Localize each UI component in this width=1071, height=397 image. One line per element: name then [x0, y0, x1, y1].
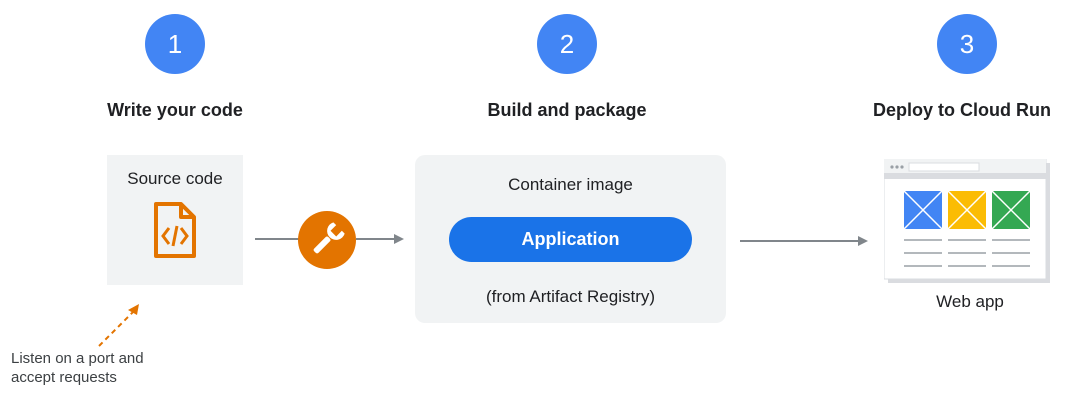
application-pill: Application [449, 217, 692, 262]
step-3-badge: 3 [937, 14, 997, 74]
arrow-source-to-build [255, 238, 303, 240]
step-3-number: 3 [959, 28, 975, 59]
step-1-number: 1 [167, 28, 183, 59]
wrench-icon [313, 222, 345, 254]
step-3-title: Deploy to Cloud Run [873, 100, 1051, 120]
application-label: Application [521, 229, 620, 249]
image-tiles [903, 190, 1031, 230]
browser-window-icon [884, 159, 1050, 283]
source-code-label: Source code [127, 169, 223, 188]
artifact-registry-note: (from Artifact Registry) [485, 287, 656, 306]
step-1-badge: 1 [145, 14, 205, 74]
container-image-box: Container image Application (from Artifa… [415, 155, 726, 323]
source-code-box: Source code [107, 155, 243, 285]
container-image-label: Container image [508, 175, 633, 194]
dashed-note-arrow [98, 304, 139, 347]
listen-note-line-1: Listen on a port and [11, 350, 144, 367]
arrow-build-to-container [356, 234, 404, 244]
step-2-number: 2 [559, 28, 575, 59]
step-2-badge: 2 [537, 14, 597, 74]
listen-note-line-2: accept requests [11, 369, 117, 386]
build-tool [298, 211, 356, 269]
web-app-label: Web app [936, 292, 1004, 311]
step-1-title: Write your code [107, 100, 243, 120]
code-file-icon [154, 202, 196, 258]
step-2-title: Build and package [487, 100, 647, 120]
listen-note: Listen on a port and accept requests [11, 349, 211, 387]
arrow-container-to-webapp [740, 236, 868, 246]
